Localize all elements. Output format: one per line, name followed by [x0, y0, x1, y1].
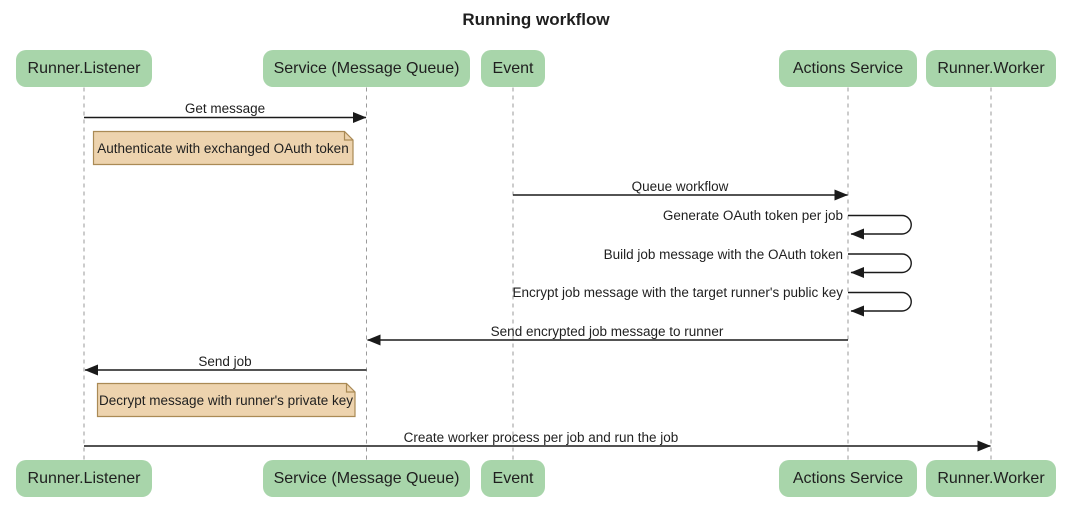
message-label-send-job: Send job [198, 354, 252, 369]
participant-label: Runner.Worker [937, 469, 1045, 487]
notes-layer [92, 130, 356, 418]
message-label-build-job-message: Build job message with the OAuth token [603, 247, 843, 262]
participant-bottom-actions-service: Actions Service [779, 460, 917, 497]
self-loop-build-job-message [848, 253, 912, 278]
lifelines-layer [83, 87, 992, 460]
participant-label: Service (Message Queue) [273, 59, 460, 77]
note-authenticate-oauth: Authenticate with exchanged OAuth token [97, 140, 349, 156]
message-label-get-message: Get message [184, 101, 266, 116]
participant-top-actions-service: Actions Service [779, 50, 917, 87]
participant-bottom-event: Event [481, 460, 545, 497]
participant-label: Runner.Listener [27, 59, 141, 77]
message-label-encrypt-job-message: Encrypt job message with the target runn… [512, 285, 844, 300]
self-loop-encrypt-job-message [848, 291, 912, 317]
participant-label: Event [492, 59, 534, 77]
participant-label: Event [492, 469, 534, 487]
participant-label: Actions Service [792, 59, 904, 77]
diagram-title: Running workflow [462, 10, 610, 29]
message-label-queue-workflow: Queue workflow [631, 179, 729, 194]
participant-top-runner-worker: Runner.Worker [926, 50, 1056, 87]
participant-label: Service (Message Queue) [273, 469, 460, 487]
note-decrypt-message: Decrypt message with runner's private ke… [99, 392, 353, 408]
note-shape-decrypt [96, 382, 356, 418]
note-fold-icon [343, 131, 353, 141]
participant-bottom-service-message-queue: Service (Message Queue) [263, 460, 470, 497]
messages-layer [84, 112, 991, 452]
note-fold-icon [345, 383, 355, 393]
participant-top-runner-listener: Runner.Listener [16, 50, 152, 87]
participant-top-service-message-queue: Service (Message Queue) [263, 50, 470, 87]
participant-label: Runner.Listener [27, 469, 141, 487]
message-label-create-worker-process: Create worker process per job and run th… [403, 430, 679, 445]
participant-bottom-runner-worker: Runner.Worker [926, 460, 1056, 497]
participant-label: Actions Service [792, 469, 904, 487]
participant-bottom-runner-listener: Runner.Listener [16, 460, 152, 497]
self-loop-generate-oauth-token [848, 214, 912, 240]
message-label-send-encrypted-job: Send encrypted job message to runner [490, 324, 724, 339]
participant-label: Runner.Worker [937, 59, 1045, 77]
note-shape-authenticate [92, 130, 354, 166]
participant-top-event: Event [481, 50, 545, 87]
message-label-generate-oauth-token: Generate OAuth token per job [662, 208, 843, 223]
